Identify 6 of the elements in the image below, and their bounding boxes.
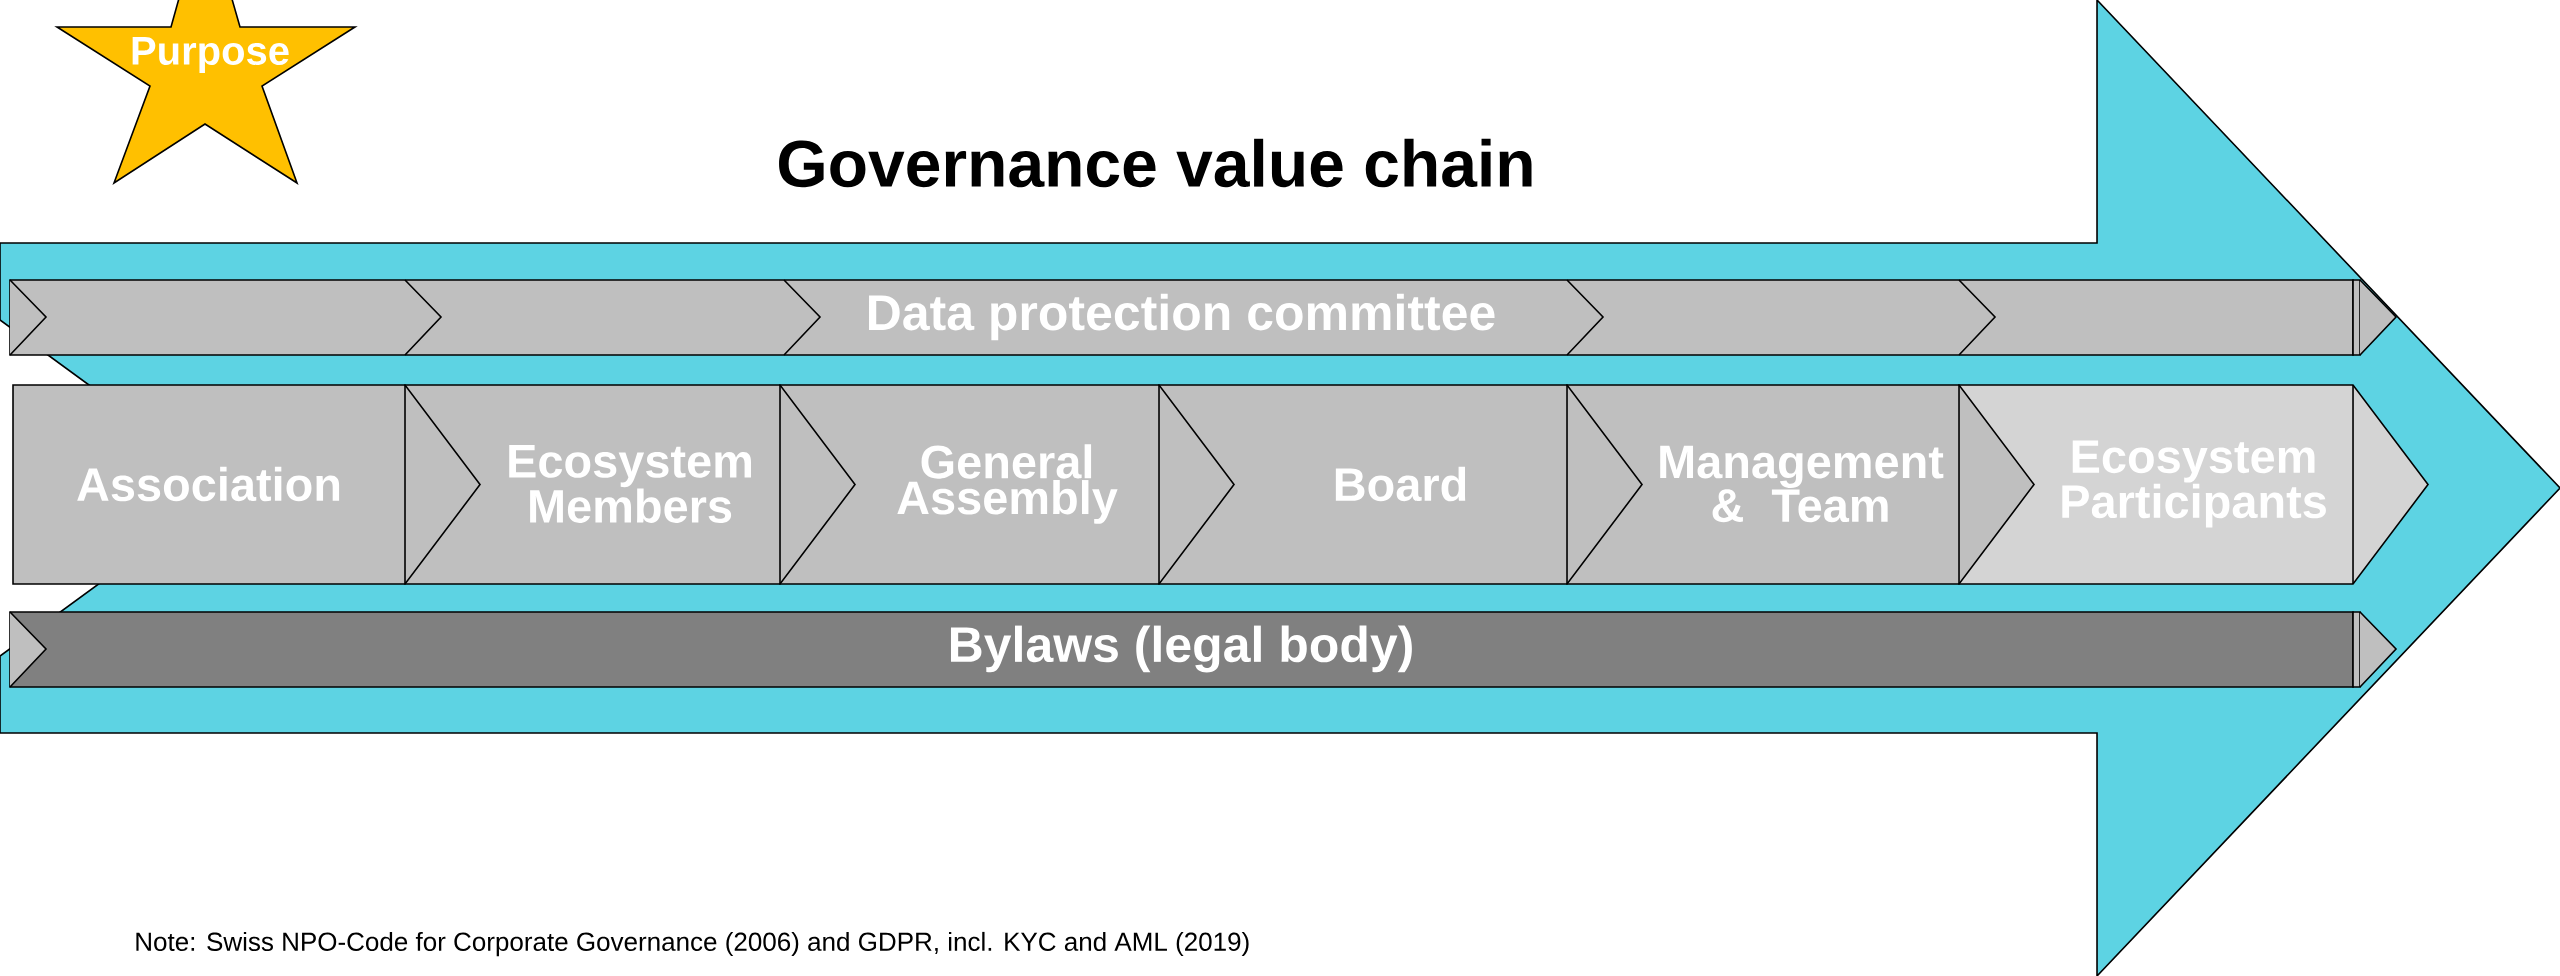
chevron-box: Association (12, 384, 481, 585)
band: Data protection committee (9, 279, 2398, 356)
title: Governance value chain (779, 138, 1532, 188)
band: Bylaws (legal body) (9, 611, 2398, 688)
note: Note: Swiss NPO-Code for Corporate Governance (2006) and GDPR, incl. KYC and AML (2019) (136, 931, 1249, 957)
star: Purpose (54, 0, 358, 185)
